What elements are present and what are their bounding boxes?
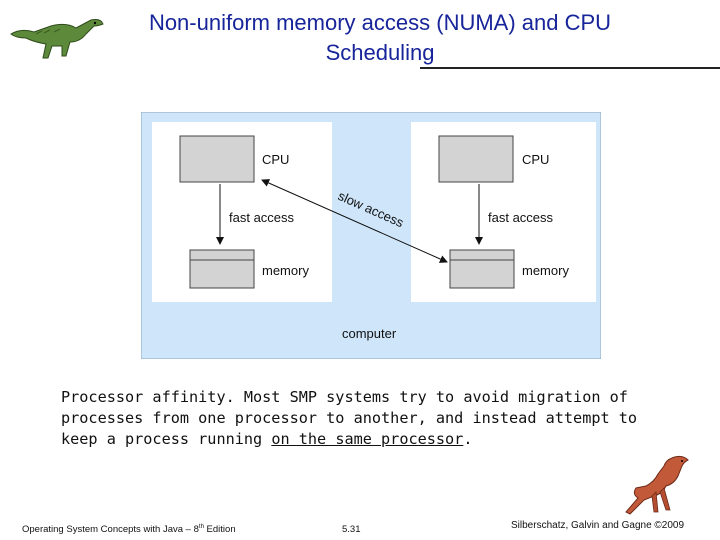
- body-line-3-prefix: keep a process running: [61, 430, 272, 448]
- footer-edition-superscript: th: [198, 524, 204, 530]
- body-line-3-suffix: .: [463, 430, 473, 448]
- body-paragraph: Processor affinity. Most SMP systems try…: [61, 387, 681, 450]
- same-processor-underlined: on the same processor: [271, 430, 464, 448]
- dinosaur-icon: [10, 19, 104, 59]
- right-fast-access-label: fast access: [488, 210, 554, 225]
- footer-authors: Silberschatz, Galvin and Gagne ©2009: [511, 520, 685, 531]
- footer-edition-text: Edition: [203, 524, 236, 536]
- slide-title-line-1: Non-uniform memory access (NUMA) and CPU: [148, 10, 612, 35]
- right-memory-label: memory: [522, 263, 569, 278]
- body-line-2: processes from one processor to another,…: [61, 409, 638, 427]
- body-line-1: Processor affinity. Most SMP systems try…: [61, 388, 628, 406]
- slow-access-arrow: [261, 179, 448, 263]
- dinosaur-icon: [625, 455, 689, 515]
- title-underline: [420, 67, 720, 69]
- left-cpu-box: [179, 135, 255, 183]
- slide-title: Non-uniform memory access (NUMA) and CPU…: [95, 8, 665, 68]
- numa-diagram: CPU fast access memory CPU fast access m…: [141, 112, 601, 359]
- page-number: 5.31: [342, 524, 361, 535]
- right-memory-box: [449, 249, 515, 289]
- right-cpu-label: CPU: [522, 152, 549, 167]
- left-cpu-label: CPU: [262, 152, 289, 167]
- left-memory-box: [189, 249, 255, 289]
- left-fast-access-label: fast access: [229, 210, 295, 225]
- body-line-3: keep a process running on the same proce…: [61, 429, 681, 450]
- computer-label: computer: [342, 326, 397, 341]
- slide-title-line-2: Scheduling: [325, 40, 435, 65]
- left-memory-label: memory: [262, 263, 309, 278]
- footer-book-title: Operating System Concepts with Java – 8t…: [22, 524, 236, 535]
- footer-book-title-text: Operating System Concepts with Java – 8: [22, 524, 199, 536]
- right-cpu-box: [438, 135, 514, 183]
